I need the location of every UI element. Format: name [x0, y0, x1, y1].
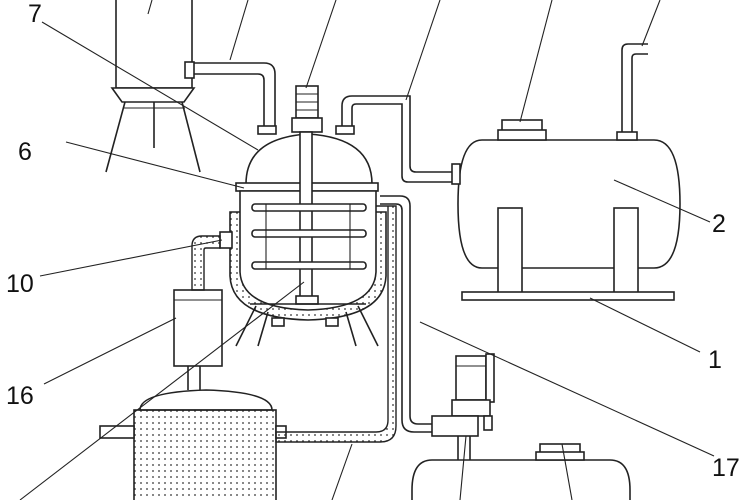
label-2: 2 [712, 210, 726, 238]
label-7: 7 [28, 0, 42, 28]
pump [431, 353, 495, 470]
callout-labels: 7 6 10 16 2 1 17 [6, 0, 740, 482]
column-vessel [105, 0, 201, 173]
label-16: 16 [6, 382, 34, 410]
pump-feed-pipe [380, 195, 432, 433]
storage-tank [451, 43, 681, 301]
motor [291, 85, 323, 133]
leader-lines [19, 0, 715, 500]
reactor-vessel [219, 85, 387, 347]
label-1: 1 [708, 346, 722, 374]
label-10: 10 [6, 270, 34, 298]
column-outlet-pipe [184, 61, 276, 126]
vapor-pipe [341, 95, 458, 183]
label-6: 6 [18, 138, 32, 166]
jacket-pipe [275, 205, 397, 443]
label-17: 17 [712, 454, 740, 482]
bottom-tank [411, 443, 631, 500]
collection-tank [99, 389, 287, 500]
filter-unit [173, 235, 223, 390]
